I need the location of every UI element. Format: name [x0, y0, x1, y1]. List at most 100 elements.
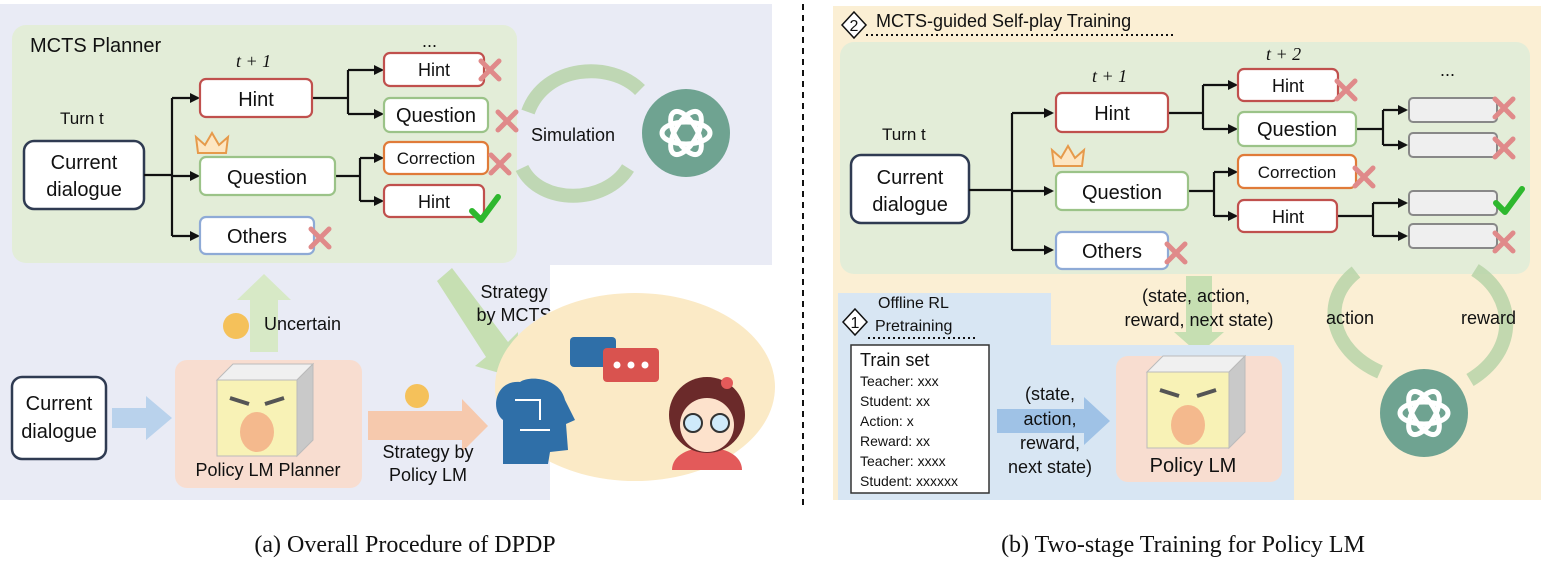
- stage1-title-line2: Pretraining: [875, 318, 952, 335]
- node-hint-b: [1054, 91, 1170, 134]
- current-dialogue-line2-b: dialogue: [872, 194, 948, 216]
- node-correction-child: [382, 140, 490, 176]
- openai-icon: [642, 89, 730, 177]
- simulation-label: Simulation: [531, 125, 615, 145]
- stage2-title: MCTS-guided Self-play Training: [876, 11, 1131, 31]
- stage1-title-line1: Offline RL: [878, 295, 949, 312]
- stage1-badge: 1: [841, 307, 869, 337]
- empty-leaf-node: [1408, 223, 1498, 249]
- current-dialogue-line1: Current: [51, 152, 118, 174]
- node-others-label: Others: [227, 226, 287, 248]
- empty-leaf-node: [1408, 132, 1498, 158]
- node-hint-child2: [382, 183, 486, 219]
- policy-lm-cube-icon: [215, 362, 315, 458]
- train-set-row: Student: xxxxxx: [860, 473, 958, 489]
- t-plus-1-label: t + 1: [236, 51, 271, 71]
- node-correction-child-label: Correction: [397, 149, 475, 168]
- node-hint-label-b: Hint: [1094, 103, 1130, 125]
- strategy-mcts-arrow: [437, 268, 518, 378]
- train-set-row: Action: x: [860, 413, 914, 429]
- tuple-line: next state): [1008, 457, 1092, 477]
- uncertain-label: Uncertain: [264, 314, 341, 334]
- node-hint-child-label: Hint: [418, 60, 450, 80]
- panel-b: 2 MCTS-guided Self-play Training Turn t …: [833, 6, 1541, 558]
- current-dialogue-line2: dialogue: [46, 179, 122, 201]
- strategy-policy-line1: Strategy by: [382, 442, 473, 462]
- ai-head-icon: [496, 378, 575, 464]
- input-arrow: [112, 396, 172, 440]
- train-set-row: Student: xx: [860, 393, 930, 409]
- node-hint-child2-b: [1236, 198, 1339, 234]
- caption-a: (a) Overall Procedure of DPDP: [254, 532, 555, 558]
- turn-label: Turn t: [60, 109, 104, 128]
- current-dialogue-bottom-line1: Current: [26, 393, 93, 415]
- simulation-arrow-top: [521, 64, 645, 115]
- tuple-line: action,: [1023, 409, 1076, 429]
- node-hint: [198, 77, 314, 119]
- node-others-b: [1054, 230, 1170, 271]
- action-arrow: [1327, 266, 1384, 379]
- t-plus-2-label-b: t + 2: [1266, 44, 1301, 64]
- current-dialogue-bottom-line2: dialogue: [21, 421, 97, 443]
- t-plus-1-label-b: t + 1: [1092, 66, 1127, 86]
- policy-lm-cube-icon-b: [1145, 354, 1247, 450]
- train-set-row: Reward: xx: [860, 433, 930, 449]
- node-question-child-label: Question: [396, 105, 476, 127]
- train-set-row: Teacher: xxx: [860, 373, 939, 389]
- dots-label-b: ...: [1440, 60, 1455, 80]
- tuple-line: (state,: [1025, 384, 1075, 404]
- node-question-child: [382, 96, 490, 134]
- smile-face-icon: [405, 384, 429, 408]
- policy-lm-planner-label: Policy LM Planner: [195, 460, 340, 480]
- strategy-mcts-line2: by MCTS: [476, 305, 551, 325]
- stage2-badge: 2: [840, 10, 868, 40]
- transition-line2: reward, next state): [1124, 310, 1273, 330]
- caption-b: (b) Two-stage Training for Policy LM: [1001, 532, 1365, 558]
- node-hint-child2-label: Hint: [418, 192, 450, 212]
- stage1-number: 1: [851, 315, 860, 332]
- empty-leaf-node: [1408, 97, 1498, 123]
- uncertain-arrow: [237, 274, 291, 352]
- current-dialogue-bottom-node: [10, 375, 108, 461]
- planner-title: MCTS Planner: [30, 35, 161, 57]
- node-question-child-label-b: Question: [1257, 119, 1337, 141]
- empty-leaf-nodes: [1408, 97, 1498, 249]
- stage2-number: 2: [850, 18, 859, 35]
- action-label: action: [1326, 308, 1374, 328]
- empty-leaf-node: [1408, 190, 1498, 216]
- node-hint-label: Hint: [238, 89, 274, 111]
- chat-bubbles-icon: [570, 337, 659, 382]
- policy-lm-label: Policy LM: [1150, 455, 1237, 477]
- tuple-line: reward,: [1020, 433, 1080, 453]
- node-hint-child2-label-b: Hint: [1272, 207, 1304, 227]
- node-hint-child-label-b: Hint: [1272, 76, 1304, 96]
- transition-line1: (state, action,: [1142, 286, 1250, 306]
- current-dialogue-line1-b: Current: [877, 167, 944, 189]
- node-question-label-b: Question: [1082, 182, 1162, 204]
- strategy-policy-line2: Policy LM: [389, 465, 467, 485]
- train-set-row: Teacher: xxxx: [860, 453, 946, 469]
- node-question-label: Question: [227, 167, 307, 189]
- transition-arrow: [1174, 276, 1224, 354]
- tree-connectors-b: [969, 83, 1406, 252]
- dots-label: ...: [422, 31, 437, 51]
- reward-label: reward: [1461, 308, 1516, 328]
- node-question: [198, 155, 337, 197]
- tuple-arrow: [997, 397, 1110, 445]
- tree-connectors-a: [144, 68, 382, 241]
- confused-face-icon: [223, 313, 249, 339]
- node-question-b: [1054, 170, 1190, 212]
- node-question-child-b: [1236, 110, 1358, 148]
- node-others-label-b: Others: [1082, 241, 1142, 263]
- reward-arrow: [1466, 264, 1514, 386]
- student-avatar-icon: [669, 377, 745, 470]
- strategy-mcts-line1: Strategy: [480, 282, 547, 302]
- openai-icon: [1380, 369, 1468, 457]
- turn-label-b: Turn t: [882, 125, 926, 144]
- train-set-title: Train set: [860, 350, 929, 370]
- node-hint-child: [382, 51, 486, 88]
- strategy-policy-arrow: [368, 399, 488, 452]
- panel-a: MCTS Planner Turn t t + 1 ... Current di…: [0, 4, 775, 558]
- simulation-arrow-bottom: [515, 163, 634, 203]
